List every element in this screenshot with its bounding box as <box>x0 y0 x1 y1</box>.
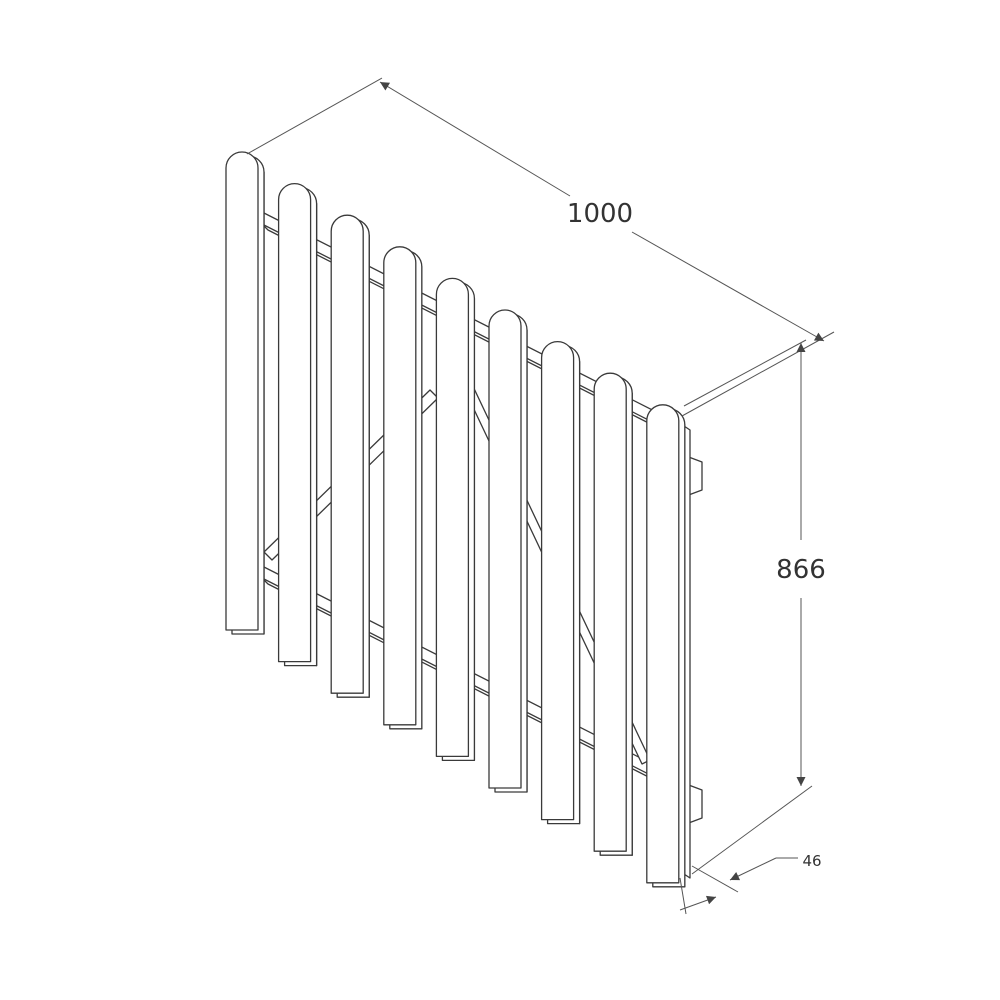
pale-face <box>383 246 417 726</box>
pale-8 <box>593 372 633 856</box>
pale-5 <box>435 277 476 762</box>
pale-face <box>488 309 522 789</box>
height-extension-top <box>683 339 807 407</box>
width-extension-left <box>246 77 383 155</box>
thickness-extension-b <box>691 865 739 893</box>
width-dimension-line-b <box>631 231 825 342</box>
pale-face <box>277 182 312 663</box>
pale-face <box>330 214 364 694</box>
thickness-dimension-label: 46 <box>802 852 821 870</box>
gate-frame <box>261 211 703 879</box>
dimensions <box>246 77 835 915</box>
width-dimension-line-a <box>379 81 571 197</box>
thickness-dimension-line <box>679 895 717 911</box>
pale-2 <box>277 182 318 667</box>
pale-face <box>646 404 680 884</box>
pale-face <box>435 277 470 758</box>
pale-face <box>540 340 575 821</box>
pale-1 <box>225 151 265 635</box>
pales-group <box>225 151 686 888</box>
pale-9 <box>646 404 686 888</box>
pale-3 <box>330 214 370 698</box>
width-dimension-label: 1000 <box>567 199 633 229</box>
height-extension-bottom <box>691 785 813 875</box>
pale-7 <box>540 340 581 825</box>
pale-6 <box>488 309 528 793</box>
pale-4 <box>383 246 423 730</box>
pale-face <box>225 151 259 631</box>
pale-face <box>593 372 627 852</box>
width-extension-right <box>681 331 835 417</box>
height-dimension-label: 866 <box>776 555 826 585</box>
thickness-dimension-line-b <box>729 857 777 881</box>
